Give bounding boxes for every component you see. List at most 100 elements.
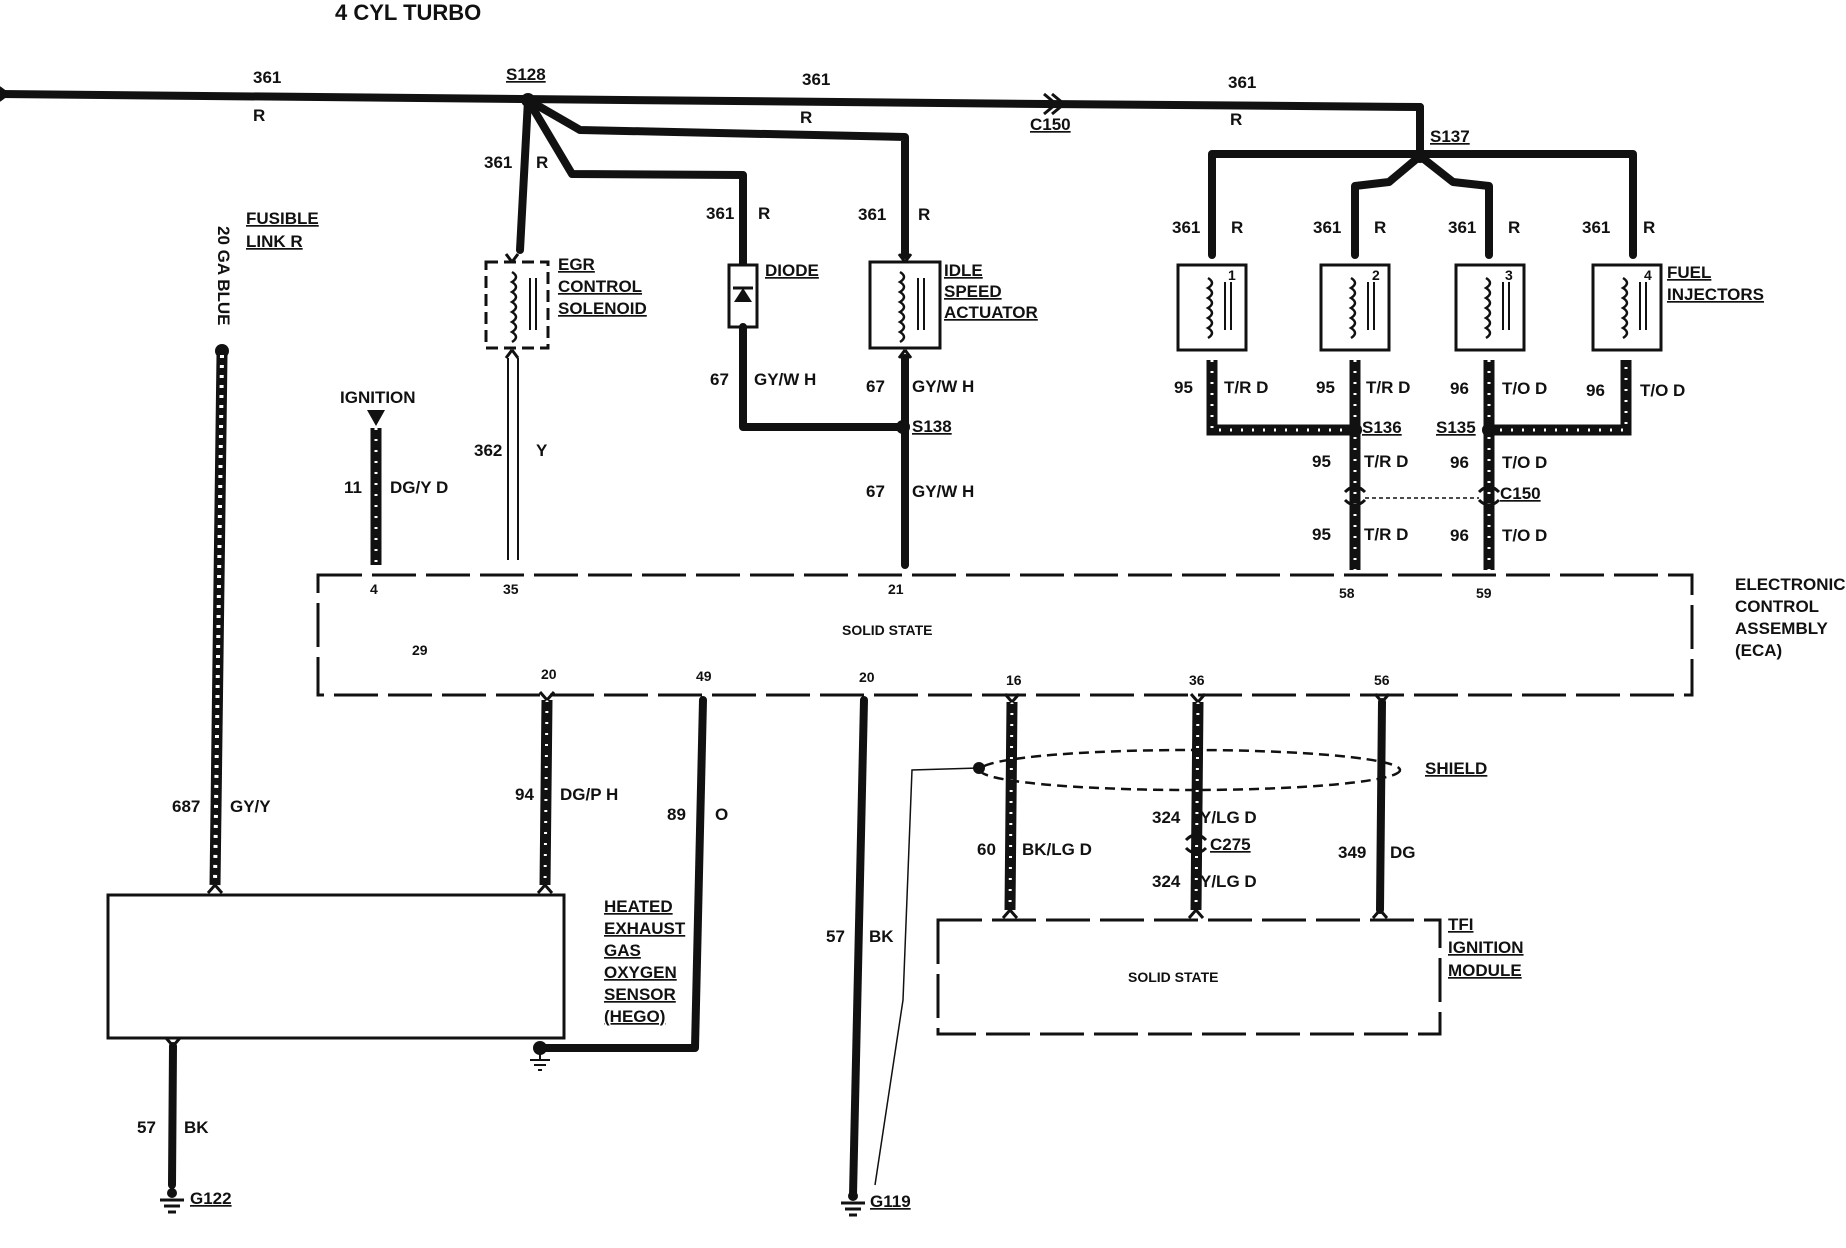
wire-label-num: 361 bbox=[858, 205, 886, 224]
diode bbox=[727, 263, 759, 329]
wire-label-num: 94 bbox=[515, 785, 534, 804]
wire-label-color: R bbox=[253, 106, 265, 125]
fusible-label-1: FUSIBLE bbox=[246, 209, 319, 228]
diode-output-wire bbox=[739, 323, 907, 431]
eca-pin: 36 bbox=[1189, 672, 1205, 688]
wire-label-color: R bbox=[536, 153, 548, 172]
eca-pin: 21 bbox=[888, 581, 904, 597]
wire-label-color: R bbox=[1508, 218, 1520, 237]
wire-label-num: 67 bbox=[866, 377, 885, 396]
tfi-pin56-wire bbox=[1376, 698, 1386, 914]
wire-label-num: 67 bbox=[866, 482, 885, 501]
injector-number: 2 bbox=[1372, 267, 1380, 283]
tfi-label-2: IGNITION bbox=[1448, 938, 1524, 957]
fusible-label-2: LINK R bbox=[246, 232, 303, 251]
wire-label-color: R bbox=[1230, 110, 1242, 129]
hego-case-ground-icon bbox=[530, 1041, 550, 1071]
wire-label-num: 361 bbox=[253, 68, 281, 87]
splice-s128 bbox=[521, 93, 535, 107]
wire-label-color: DG/Y D bbox=[390, 478, 448, 497]
fusible-link-node bbox=[215, 344, 229, 358]
isa-label-2: SPEED bbox=[944, 282, 1002, 301]
wire-label-color: T/O D bbox=[1502, 526, 1547, 545]
splice-s138 bbox=[896, 420, 910, 434]
eca-pin: 20 bbox=[541, 666, 557, 682]
wire-label-num: 96 bbox=[1450, 526, 1469, 545]
wire-label-num: 95 bbox=[1312, 525, 1331, 544]
c150-label-mid: C150 bbox=[1500, 484, 1541, 503]
isa-label-3: ACTUATOR bbox=[944, 303, 1038, 322]
eca-pin: 4 bbox=[370, 581, 378, 597]
diagram-title: 4 CYL TURBO bbox=[335, 0, 481, 25]
fuel-injector-1: 1 bbox=[1176, 263, 1248, 352]
injectors-label-2: INJECTORS bbox=[1667, 285, 1764, 304]
ground-g119-icon bbox=[841, 1191, 865, 1217]
wire-label-num: 361 bbox=[706, 204, 734, 223]
hego-label-1: HEATED bbox=[604, 897, 673, 916]
tfi-label-3: MODULE bbox=[1448, 961, 1522, 980]
wire-label-num: 96 bbox=[1450, 379, 1469, 398]
eca-pin: 49 bbox=[696, 668, 712, 684]
isa-label-1: IDLE bbox=[944, 261, 983, 280]
splice-s136 bbox=[1348, 423, 1362, 437]
wire-label-color: T/R D bbox=[1364, 525, 1408, 544]
g119-label: G119 bbox=[870, 1192, 911, 1211]
wire-label-color: Y/LG D bbox=[1200, 808, 1257, 827]
wire-label-num: 57 bbox=[137, 1118, 156, 1137]
egr-label-1: EGR bbox=[558, 255, 595, 274]
wire-label-color: GY/Y bbox=[230, 797, 271, 816]
egr-output-wire bbox=[507, 358, 519, 560]
injector-number: 3 bbox=[1505, 267, 1513, 283]
wire-label-color: T/O D bbox=[1640, 381, 1685, 400]
eca-inner-label: SOLID STATE bbox=[842, 622, 932, 638]
egr-label-2: CONTROL bbox=[558, 277, 642, 296]
wire-label-color: DG bbox=[1390, 843, 1416, 862]
wire-label-color: GY/W H bbox=[754, 370, 816, 389]
tfi-pin36-wire bbox=[1184, 693, 1208, 919]
eca-pin: 20 bbox=[859, 669, 875, 685]
eca-pin: 58 bbox=[1339, 585, 1355, 601]
eca-label-2: CONTROL bbox=[1735, 597, 1819, 616]
wire-label-num: 361 bbox=[1313, 218, 1341, 237]
wire-label-color: T/R D bbox=[1366, 378, 1410, 397]
eca-pin: 35 bbox=[503, 581, 519, 597]
wire-label-num: 362 bbox=[474, 441, 502, 460]
wire-label-color: BK bbox=[869, 927, 894, 946]
wire-label-num: 687 bbox=[172, 797, 200, 816]
hego-label-5: SENSOR bbox=[604, 985, 676, 1004]
wire-label-color: DG/P H bbox=[560, 785, 618, 804]
diode-label: DIODE bbox=[765, 261, 819, 280]
main-feed-wire bbox=[0, 86, 1637, 269]
eca-label-1: ELECTRONIC bbox=[1735, 575, 1846, 594]
wire-label-color: O bbox=[715, 805, 728, 824]
wire-label-color: GY/W H bbox=[912, 377, 974, 396]
tfi-module-box bbox=[936, 918, 1442, 1036]
c275-label: C275 bbox=[1210, 835, 1251, 854]
wire-label-color: R bbox=[918, 205, 930, 224]
shield-label: SHIELD bbox=[1425, 759, 1487, 778]
eca-pin: 29 bbox=[412, 642, 428, 658]
fuel-injector-2: 2 bbox=[1319, 263, 1391, 352]
egr-label-3: SOLENOID bbox=[558, 299, 647, 318]
s128-label: S128 bbox=[506, 65, 546, 84]
ignition-label: IGNITION bbox=[340, 388, 416, 407]
wire-label-color: R bbox=[800, 108, 812, 127]
hego-sensor-box bbox=[106, 893, 566, 1040]
hego-heater-ground-wire bbox=[168, 1042, 177, 1189]
egr-solenoid bbox=[484, 253, 550, 359]
eca-pin: 59 bbox=[1476, 585, 1492, 601]
wire-label-color: GY/W H bbox=[912, 482, 974, 501]
hego-label-6: (HEGO) bbox=[604, 1007, 665, 1026]
eca-pin: 16 bbox=[1006, 672, 1022, 688]
fuel-injector-3: 3 bbox=[1454, 263, 1526, 352]
c150-label-top: C150 bbox=[1030, 115, 1071, 134]
wire-label-num: 349 bbox=[1338, 843, 1366, 862]
eca-ground-wire bbox=[849, 696, 868, 1199]
wire-label-num: 95 bbox=[1312, 452, 1331, 471]
wire-label-color: R bbox=[1231, 218, 1243, 237]
ground-g122-icon bbox=[160, 1188, 184, 1214]
wire-label-color: T/O D bbox=[1502, 379, 1547, 398]
wire-label-num: 361 bbox=[1172, 218, 1200, 237]
wire-label-color: R bbox=[1374, 218, 1386, 237]
tfi-pin16-wire bbox=[1001, 693, 1021, 919]
